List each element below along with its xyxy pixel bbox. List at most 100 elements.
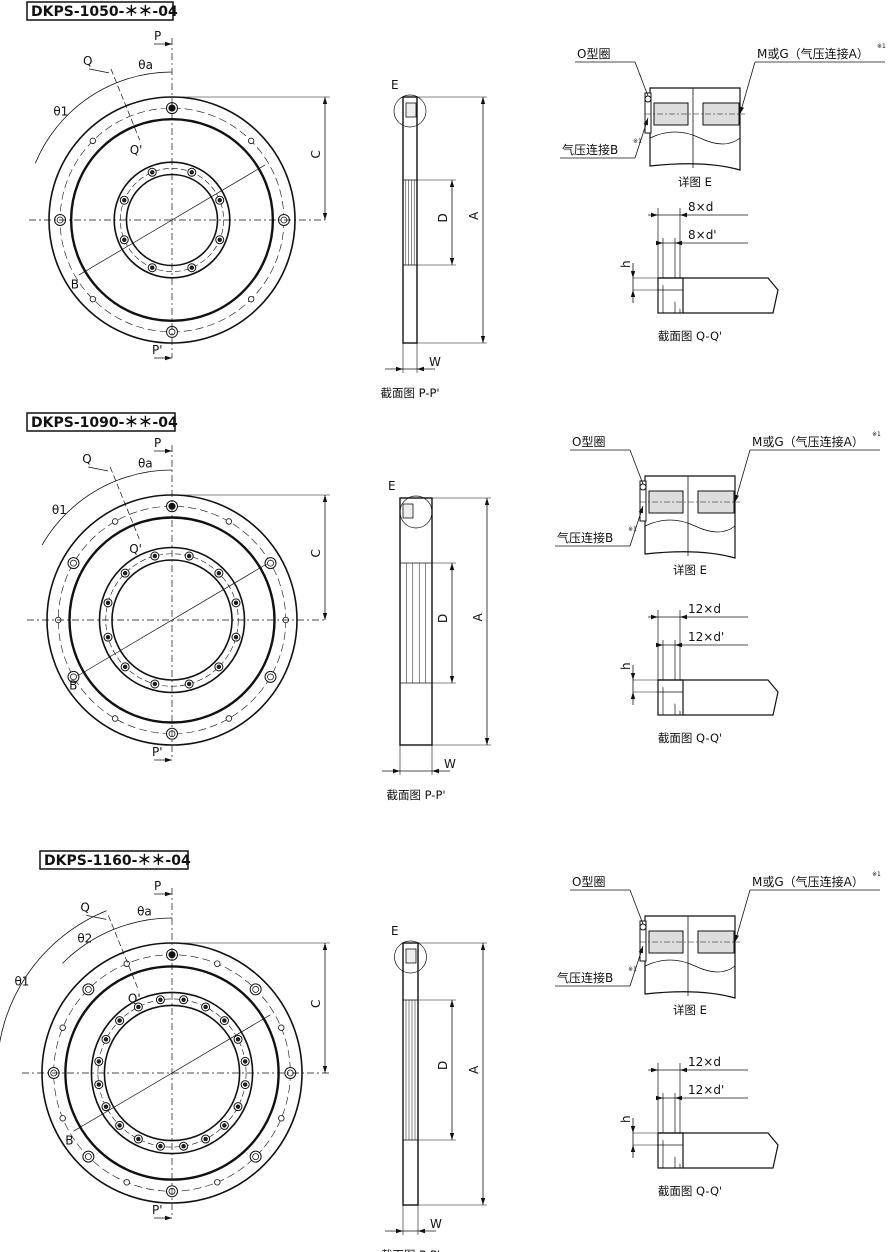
section-line-q bbox=[110, 68, 141, 141]
hub-bolt-hole-center bbox=[136, 1004, 141, 1010]
flange-bolt-hole bbox=[264, 557, 277, 570]
port-b-leader bbox=[634, 117, 649, 159]
arrowhead bbox=[322, 213, 328, 220]
section-label-q: Q bbox=[82, 452, 91, 466]
o-ring bbox=[644, 95, 652, 103]
port-a-note: ※1 bbox=[872, 431, 881, 438]
hub-bolt-hole-center bbox=[217, 198, 222, 203]
port-b-leader bbox=[629, 945, 644, 987]
dimension-arc-theta-1 bbox=[41, 480, 116, 546]
arrowhead bbox=[165, 355, 172, 361]
port-b-label: 气压连接B bbox=[557, 970, 613, 985]
port-a-leader bbox=[734, 449, 751, 503]
arrowhead bbox=[656, 240, 663, 246]
model-title: DKPS-1050-＊＊-04 bbox=[26, 1, 178, 21]
hub-bolt-hole-center bbox=[152, 553, 158, 559]
bolt-hole-counterbore bbox=[84, 985, 92, 993]
port-detail-mark bbox=[405, 948, 417, 964]
inner-ring-edge bbox=[68, 516, 276, 724]
port-a-note: ※1 bbox=[877, 43, 886, 50]
diameter-label-b: B bbox=[71, 277, 79, 291]
pin-hole bbox=[225, 715, 233, 722]
flange-bolt-hole bbox=[82, 983, 95, 996]
bolt-hole-counterbore bbox=[70, 559, 77, 567]
arrowhead bbox=[675, 240, 682, 246]
arrowhead bbox=[449, 676, 455, 683]
arrowhead bbox=[396, 1228, 403, 1234]
pin-hole bbox=[225, 518, 233, 525]
pin-hole bbox=[59, 1024, 66, 1031]
arrowhead bbox=[656, 1095, 663, 1101]
port-a-label: M或G（气压连接A） bbox=[752, 434, 864, 449]
pin-hole bbox=[278, 1024, 285, 1031]
arrowhead bbox=[432, 768, 439, 774]
pin-hole bbox=[89, 295, 97, 303]
arrowhead bbox=[675, 1095, 682, 1101]
hub-bolt-hole-center bbox=[181, 1143, 186, 1149]
hub-bolt-hole-center bbox=[217, 237, 222, 242]
depth-h-label: h bbox=[619, 662, 633, 670]
arrowhead bbox=[449, 180, 455, 187]
hub-bolt-hole-center bbox=[105, 600, 111, 606]
port-b-plate bbox=[639, 480, 647, 522]
pin-hole bbox=[59, 1115, 66, 1122]
arrowhead bbox=[656, 642, 663, 648]
arrowhead bbox=[630, 271, 636, 278]
section-label-q-prime: Q' bbox=[130, 143, 143, 157]
hub-bolt-hole-center bbox=[158, 1143, 163, 1149]
bolt-hole-d-prime-label: 8×d' bbox=[688, 228, 717, 242]
model-title-text: DKPS-1090-＊＊-04 bbox=[31, 415, 178, 431]
detail-e-circle bbox=[394, 940, 427, 974]
bolt-hole-counterbore bbox=[84, 1153, 92, 1161]
dimension-label-a: A bbox=[471, 613, 485, 622]
hub-bolt-hole-center bbox=[96, 1059, 102, 1064]
theta-1-label: θ1 bbox=[14, 975, 29, 989]
arrowhead bbox=[651, 614, 658, 620]
model-title-text: DKPS-1160-＊＊-04 bbox=[44, 853, 191, 869]
section-line-q bbox=[109, 466, 140, 540]
arrowhead bbox=[651, 1067, 658, 1073]
detail-e-caption: 详图 E bbox=[673, 563, 707, 577]
hub-bolt-hole-center bbox=[117, 1018, 122, 1023]
hub-bolt-hole-center bbox=[203, 1004, 208, 1010]
hub-bolt-hole-center bbox=[103, 1104, 109, 1109]
depth-h-label: h bbox=[619, 260, 633, 268]
hub-bolt-hole-center bbox=[203, 1136, 208, 1142]
port-a-label: M或G（气压连接A） bbox=[757, 46, 869, 61]
section-label-p: P bbox=[154, 29, 161, 43]
section-label-q-prime: Q' bbox=[128, 992, 141, 1006]
port-b-note: ※1 bbox=[628, 526, 637, 533]
arrowhead bbox=[418, 1228, 425, 1234]
theta-a-label: θa bbox=[137, 904, 152, 918]
arrowhead bbox=[480, 943, 486, 950]
section-label-p-prime: P' bbox=[152, 1203, 163, 1217]
pin-hole bbox=[111, 518, 119, 525]
pin-hole bbox=[89, 137, 97, 145]
pin-hole bbox=[278, 1115, 285, 1122]
pin-hole bbox=[247, 295, 255, 303]
bolt-hole-d-label: 12×d bbox=[688, 602, 721, 616]
detail-e-circle bbox=[399, 495, 433, 529]
section-label-q: Q bbox=[83, 54, 92, 68]
flange-bolt-hole bbox=[249, 983, 262, 996]
diameter-label-b: B bbox=[65, 1134, 73, 1148]
arrowhead bbox=[638, 946, 643, 954]
side-profile bbox=[402, 942, 419, 1206]
counterbore-profile bbox=[657, 277, 684, 314]
hub-bolt-hole-center bbox=[136, 1136, 141, 1142]
port-b-note: ※1 bbox=[628, 966, 637, 973]
hub-bolt-hole-center bbox=[96, 1082, 102, 1087]
arrowhead bbox=[322, 97, 328, 104]
hub-bolt-hole-center bbox=[216, 664, 222, 670]
arrowhead bbox=[449, 1000, 455, 1007]
arrowhead bbox=[643, 118, 648, 126]
section-arrow-q bbox=[88, 68, 110, 74]
arrowhead bbox=[638, 506, 643, 514]
detail-body bbox=[644, 475, 736, 559]
port-b-label: 气压连接B bbox=[562, 142, 618, 157]
